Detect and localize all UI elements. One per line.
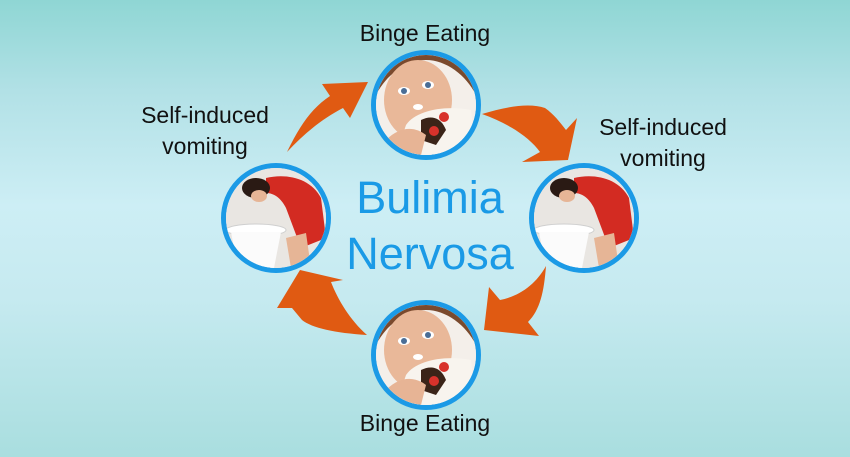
image-binge-eating-top [371, 50, 481, 160]
arrow-bottom-to-left-icon [277, 270, 367, 335]
label-line-1: Self-induced [599, 114, 727, 140]
woman-vomiting-toilet-icon [534, 168, 634, 268]
image-binge-eating-bottom [371, 300, 481, 410]
label-line-2: vomiting [162, 133, 248, 159]
diagram-title: Bulimia Nervosa [320, 170, 540, 282]
woman-eating-cake-icon [376, 305, 476, 405]
image-vomiting-right [529, 163, 639, 273]
image-vomiting-left [221, 163, 331, 273]
title-line-2: Nervosa [346, 228, 514, 279]
arrow-top-to-right-icon [482, 105, 577, 162]
label-self-induced-vomiting-left: Self-induced vomiting [105, 100, 305, 162]
label-binge-eating-bottom: Binge Eating [359, 410, 491, 436]
arrow-left-to-top-icon [287, 82, 368, 152]
label-binge-eating-top: Binge Eating [359, 20, 491, 46]
title-line-1: Bulimia [356, 172, 504, 223]
arrow-right-to-bottom-icon [484, 266, 546, 336]
woman-eating-cake-icon [376, 55, 476, 155]
label-line-2: vomiting [620, 145, 706, 171]
woman-vomiting-toilet-icon [226, 168, 326, 268]
label-self-induced-vomiting-right: Self-induced vomiting [563, 112, 763, 174]
label-line-1: Self-induced [141, 102, 269, 128]
